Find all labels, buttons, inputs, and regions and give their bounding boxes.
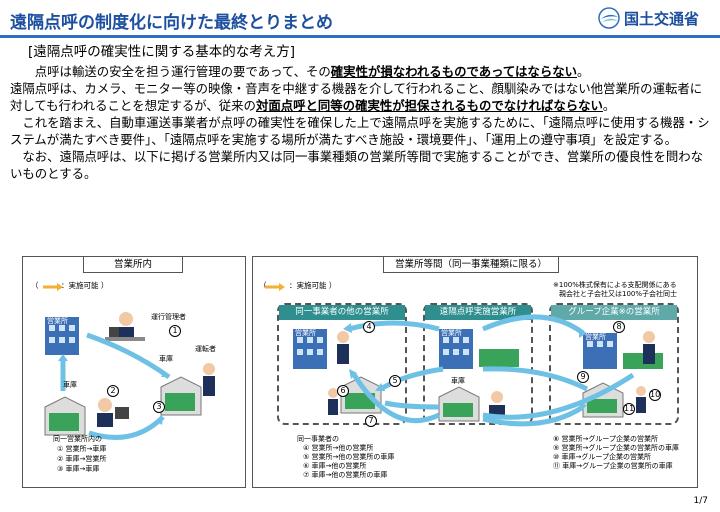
note-line: 同一事業者の [297, 435, 339, 443]
group-other-office [277, 303, 407, 425]
garage-label: 車庫 [63, 381, 77, 389]
footnote: 親会社と子会社又は100%子会社同士 [559, 290, 678, 298]
panel-head: 営業所内 [83, 257, 183, 273]
driver-label: 運転者 [195, 345, 216, 353]
header: 遠隔点呼の制度化に向けた最終とりまとめ 国土交通省 [0, 0, 720, 38]
office-sign: 営業所 [585, 333, 606, 341]
between-offices-diagram [265, 283, 663, 427]
ministry-logo: 国土交通省 [598, 6, 716, 30]
note-line: ⑦ 車庫→他の営業所の車庫 [303, 471, 388, 479]
step-number: 4 [363, 321, 375, 333]
ministry-name: 国土交通省 [624, 10, 700, 28]
group-remote-office [423, 303, 533, 425]
note-line: ⑤ 営業所→他の営業所の車庫 [303, 453, 395, 461]
legend: （ ：実施可能 ） [31, 281, 109, 290]
paragraph-2: 遠隔点呼は、カメラ、モニター等の映像・音声を中継する機器を介して行われること、顔… [10, 81, 703, 113]
note-line: ④ 営業所→他の営業所 [303, 444, 374, 452]
note-line: ② 車庫→営業所 [57, 455, 107, 463]
within-office-diagram [43, 283, 215, 440]
group-label: グループ企業※の営業所 [551, 305, 677, 320]
page-number: 1/7 [693, 496, 708, 506]
paragraph-1: 点呼は輸送の安全を担う運行管理の要であって、その確実性が損なわれるものであっては… [34, 64, 590, 79]
group-label: 遠隔点呼実施営業所 [425, 305, 531, 320]
office-sign: 営業所 [441, 329, 462, 337]
step-number: 11 [623, 403, 635, 415]
panel-between-offices: 営業所等間（同一事業種類に限る） （ ：実施可能 ） ※100%株式保有による支… [252, 256, 698, 488]
step-number: 9 [577, 371, 589, 383]
garage-label: 車庫 [451, 377, 465, 385]
garage-label: 車庫 [159, 355, 173, 363]
step-number: 5 [389, 375, 401, 387]
panel-within-office: 営業所内 （ ：実施可能 ） 営業所 運行管理者 車庫 運転者 車庫 1 2 3… [22, 256, 246, 488]
step-number: 3 [153, 401, 165, 413]
group-subsidiary-office [549, 303, 679, 425]
title-rule [0, 35, 720, 38]
step-number: 8 [613, 321, 625, 333]
principle-section: [遠隔点呼の確実性に関する基本的な考え方] 点呼は輸送の安全を担う運行管理の要で… [10, 44, 710, 182]
note-line: ⑥ 車庫→他の営業所 [303, 462, 367, 470]
step-number: 10 [649, 389, 661, 401]
office-sign: 営業所 [295, 329, 316, 337]
step-number: 2 [107, 385, 119, 397]
step-number: 6 [337, 385, 349, 397]
group-label: 同一事業者の他の営業所 [279, 305, 405, 320]
legend: （ ：実施可能 ） [259, 281, 337, 290]
office-sign: 営業所 [47, 317, 68, 325]
manager-label: 運行管理者 [151, 313, 186, 321]
note-line: ⑪ 車庫→グループ企業の営業所の車庫 [553, 462, 673, 470]
ministry-emblem-icon [598, 7, 620, 29]
step-number: 1 [169, 325, 181, 337]
footnote: ※100%株式保有による支配関係にある [553, 281, 677, 289]
step-number: 7 [365, 415, 377, 427]
note-line: ③ 車庫→車庫 [57, 465, 100, 473]
note-line: ⑩ 車庫→グループ企業の営業所 [553, 453, 651, 461]
page-title: 遠隔点呼の制度化に向けた最終とりまとめ [10, 13, 333, 33]
paragraph-3: これを踏まえ、自動車運送事業者が点呼の確実性を確保した上で遠隔点呼を実施するため… [10, 115, 710, 147]
section-title: [遠隔点呼の確実性に関する基本的な考え方] [28, 44, 296, 60]
note-line: ⑨ 営業所→グループ企業の営業所の車庫 [553, 444, 679, 452]
note-line: ⑧ 営業所→グループ企業の営業所 [553, 435, 658, 443]
panel-head: 営業所等間（同一事業種類に限る） [383, 257, 559, 273]
paragraph-4: なお、遠隔点呼は、以下に掲げる営業所内又は同一事業種類の営業所等間で実施すること… [10, 149, 704, 181]
note-line: ① 営業所→車庫 [57, 445, 107, 453]
note-line: 同一営業所内の [53, 435, 102, 443]
